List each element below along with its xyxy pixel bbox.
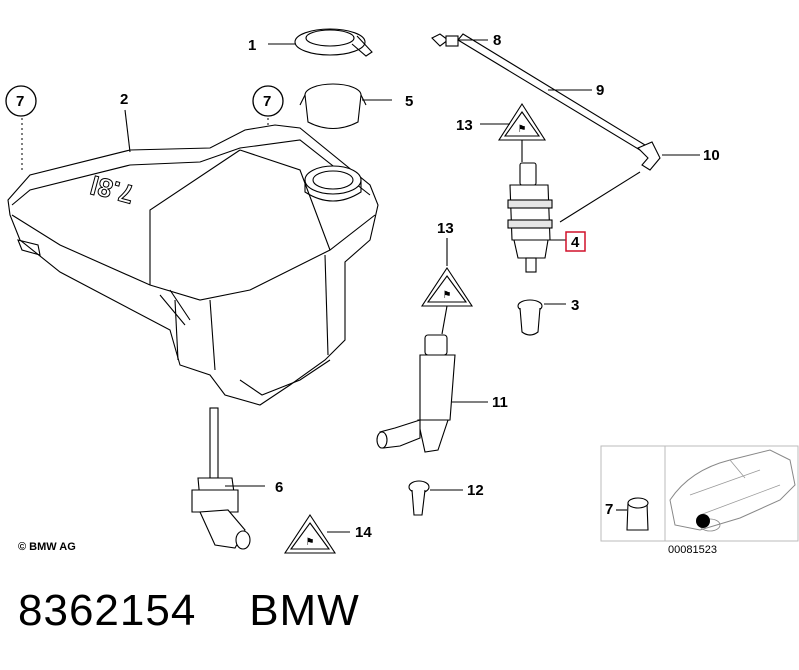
callout-8: 8	[493, 32, 501, 49]
location-marker	[696, 514, 710, 528]
callout-2: 2	[120, 91, 128, 108]
pump-grommet	[517, 299, 566, 336]
mounting-screw	[408, 480, 463, 516]
callout-4-highlight	[565, 231, 586, 252]
callout-7-mid: 7	[263, 93, 271, 110]
washer-hose	[431, 33, 700, 223]
callout-13-lower: 13	[437, 220, 454, 237]
washer-pump	[507, 162, 566, 273]
callout-7-inset: 7	[605, 501, 613, 518]
callout-6: 6	[275, 479, 283, 496]
label-triangle-13-lower: ⚑	[420, 238, 474, 335]
location-inset: 00081523	[600, 445, 799, 556]
callout-12: 12	[467, 482, 484, 499]
svg-text:⚑: ⚑	[518, 124, 527, 135]
callout-1: 1	[248, 37, 256, 54]
level-sensor	[191, 407, 265, 550]
callout-9: 9	[596, 82, 604, 99]
copyright-notice: © BMW AG	[18, 541, 76, 553]
callout-7-circle-left	[5, 85, 37, 117]
washer-reservoir: 7.8l	[7, 109, 379, 406]
callout-10: 10	[703, 147, 720, 164]
callout-3: 3	[571, 297, 579, 314]
svg-text:⚑: ⚑	[306, 537, 315, 548]
part-number-title: 8362154 BMW	[18, 586, 360, 635]
callout-4: 4	[571, 234, 580, 251]
svg-text:⚑: ⚑	[443, 290, 452, 301]
callout-13-upper: 13	[456, 117, 473, 134]
filler-cap	[268, 28, 373, 57]
label-triangle-14: ⚑	[283, 513, 350, 554]
label-triangle-13-upper: ⚑	[480, 102, 547, 162]
callout-5: 5	[405, 93, 413, 110]
callout-labels: 1 2 3 4 5 6 7 7 7 8 9 10 11 12 13 13 14	[5, 32, 720, 541]
callout-11: 11	[492, 394, 508, 411]
diagram-number: 00081523	[668, 544, 717, 556]
callout-7-left: 7	[16, 93, 24, 110]
callout-7-circle-mid	[252, 85, 284, 117]
callout-14: 14	[355, 524, 372, 541]
filler-sleeve	[299, 83, 392, 130]
pump-unit	[376, 334, 488, 453]
